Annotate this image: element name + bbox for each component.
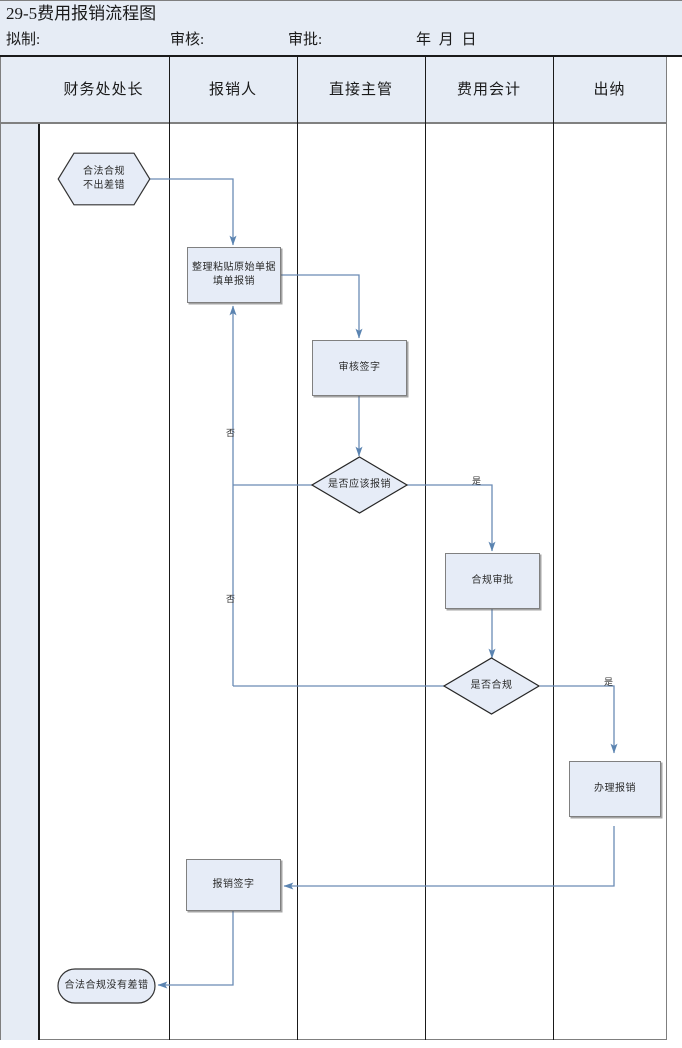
flow-node-start-line1: 合法合规 [83,166,125,177]
flow-node-prepare-line1: 整理粘贴原始单据 [192,262,276,273]
lane-divider-4-head [553,57,554,124]
flow-node-review-sign[interactable]: 审核签字 [312,340,407,396]
lane-gutter-divider [38,57,40,1040]
flow-node-compliance[interactable]: 合规审批 [445,553,540,609]
flow-node-prepare[interactable]: 整理粘贴原始单据 填单报销 [187,247,281,303]
flow-node-pay-out[interactable]: 办理报销 [569,761,661,817]
flow-node-is-compliant-label: 是否合规 [470,680,513,691]
flow-node-prepare-line2: 填单报销 [213,276,255,287]
page-title: 29-5费用报销流程图 [6,4,157,23]
title-band: 29-5费用报销流程图 拟制: 审核: 审批: 年 月 日 [0,0,682,57]
swimlane-table: 财务处处长 报销人 直接主管 费用会计 出纳 [0,57,667,1040]
lane-divider-1-body [169,124,170,1040]
diamond-shape-icon [443,657,540,715]
swimlane-header-row: 财务处处长 报销人 直接主管 费用会计 出纳 [1,57,666,124]
lane-header-expense-accountant: 费用会计 [456,82,521,98]
edge-label-is-compliant-no: 否 [226,594,236,604]
flow-node-start-line2: 不出差错 [83,180,125,191]
meta-date-label: 年 月 日 [416,32,479,48]
flow-node-pay-out-label: 办理报销 [594,783,636,794]
lane-divider-2-head [297,57,298,124]
diamond-shape-icon [311,456,408,514]
lane-header-claimant: 报销人 [208,82,257,98]
flow-node-start[interactable]: 合法合规 不出差错 [57,152,151,206]
lane-divider-3-head [425,57,426,124]
flow-node-end[interactable]: 合法合规没有差错 [57,968,156,1004]
meta-draft-label: 拟制: [6,32,41,48]
flow-node-claim-sign[interactable]: 报销签字 [186,859,281,911]
flow-node-claim-sign-label: 报销签字 [212,879,255,890]
edge-label-is-compliant-yes: 是 [604,677,614,687]
edge-label-should-claim-no: 否 [226,428,236,438]
flow-node-review-sign-label: 审核签字 [338,362,381,373]
lane-header-direct-supervisor: 直接主管 [328,82,393,98]
lane-divider-2-body [297,124,298,1040]
flow-node-should-claim[interactable]: 是否应该报销 [311,456,408,514]
meta-check-label: 审核: [170,32,205,48]
flow-node-end-label: 合法合规没有差错 [64,980,149,991]
lane-divider-3-body [425,124,426,1040]
flow-node-start-label: 合法合规 不出差错 [57,165,151,193]
lane-header-finance-director: 财务处处长 [63,82,144,98]
terminator-shape-icon [57,968,156,1004]
flow-node-compliance-label: 合规审批 [471,575,514,586]
lane-header-cashier: 出纳 [593,82,626,98]
flow-node-is-compliant[interactable]: 是否合规 [443,657,540,715]
meta-row: 拟制: 审核: 审批: 年 月 日 [6,27,676,55]
lane-divider-1-head [169,57,170,124]
flow-node-should-claim-label: 是否应该报销 [328,479,391,490]
hexagon-shape-icon [57,152,151,206]
lane-gutter [1,57,38,1040]
flow-node-prepare-label: 整理粘贴原始单据 填单报销 [188,261,280,289]
edge-label-should-claim-yes: 是 [472,476,482,486]
meta-approve-label: 审批: [288,32,323,48]
lane-divider-4-body [553,124,554,1040]
